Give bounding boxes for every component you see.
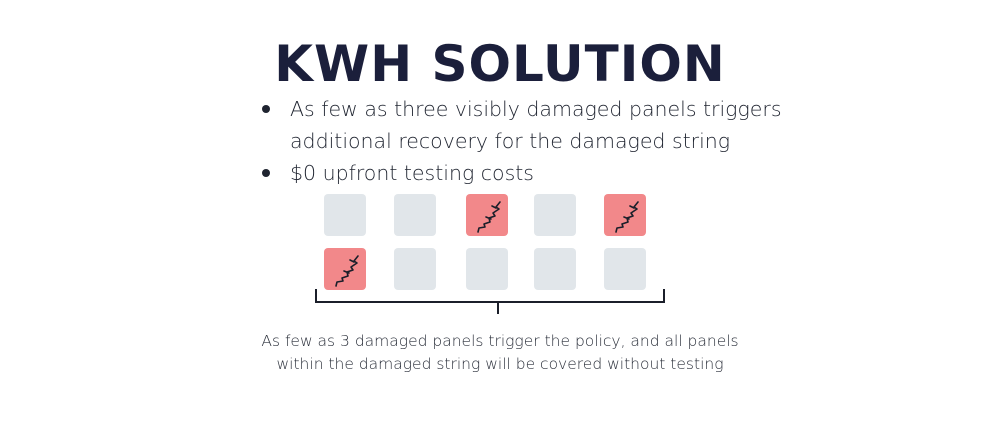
crack-line <box>615 201 639 233</box>
solar-panel <box>324 194 366 236</box>
caption: As few as 3 damaged panels trigger the p… <box>0 330 1000 376</box>
bullet-item-damaged-panels: As few as three visibly damaged panels t… <box>262 93 782 157</box>
bullet-dot-icon <box>262 169 270 177</box>
solar-panel <box>534 248 576 290</box>
bullet-text-line: additional recovery for the damaged stri… <box>290 129 731 153</box>
bullet-item-upfront-costs: $0 upfront testing costs <box>262 157 782 189</box>
crack-line <box>335 255 359 287</box>
solar-panel <box>604 248 646 290</box>
crack-line <box>477 201 501 233</box>
solar-panel <box>394 194 436 236</box>
bracket-line <box>315 289 665 303</box>
bullet-text-line: $0 upfront testing costs <box>290 161 534 185</box>
slide-title: KWH SOLUTION <box>274 35 726 93</box>
bullet-text-line: As few as three visibly damaged panels t… <box>290 97 782 121</box>
solar-panel <box>534 194 576 236</box>
crack-icon <box>615 201 639 233</box>
caption-line-1: As few as 3 damaged panels trigger the p… <box>261 332 739 350</box>
bullet-dot-icon <box>262 105 270 113</box>
caption-line-2: within the damaged string will be covere… <box>276 355 724 373</box>
solar-panel <box>394 248 436 290</box>
solar-panel <box>466 248 508 290</box>
crack-icon <box>335 255 359 287</box>
damaged-panel <box>466 194 508 236</box>
damaged-panel <box>604 194 646 236</box>
crack-icon <box>477 201 501 233</box>
damaged-panel <box>324 248 366 290</box>
bullet-list: As few as three visibly damaged panels t… <box>262 93 782 189</box>
